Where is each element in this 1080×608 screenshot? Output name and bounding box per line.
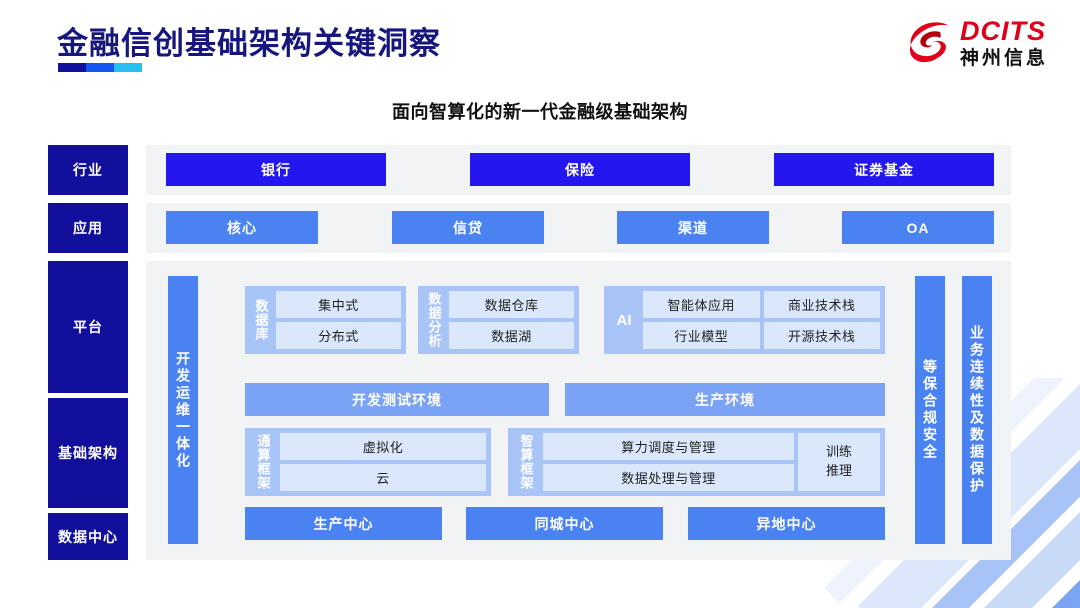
group-data-analysis: 数据分析 数据仓库 数据湖 xyxy=(418,286,579,354)
logo-text-cn: 神州信息 xyxy=(959,48,1048,69)
application-chip-credit[interactable]: 信贷 xyxy=(392,211,544,244)
cell-commercial-stack[interactable]: 商业技术栈 xyxy=(763,291,880,318)
architecture-diagram: 行业 应用 平台 基础架构 数据中心 银行 保险 证券基金 核心 信贷 渠道 O… xyxy=(0,140,1080,570)
cell-compute-scheduling[interactable]: 算力调度与管理 xyxy=(543,433,794,460)
page-title: 金融信创基础架构关键洞察 xyxy=(57,26,441,61)
group-ai-compute: 智算框架 算力调度与管理 数据处理与管理 训练 推理 xyxy=(508,428,885,496)
industry-chip-insurance[interactable]: 保险 xyxy=(470,153,690,186)
group-general-compute-label: 通算框架 xyxy=(255,434,271,490)
title-underline-bar xyxy=(58,63,142,72)
cell-train-infer[interactable]: 训练 推理 xyxy=(798,433,880,491)
side-label-industry: 行业 xyxy=(48,145,128,195)
logo-text-en: DCITS xyxy=(959,16,1046,46)
group-database-label: 数据库 xyxy=(253,299,269,341)
slide-header: 金融信创基础架构关键洞察 DCITS 神州信息 xyxy=(0,0,1080,92)
dcits-swirl-icon xyxy=(909,20,953,66)
page-subtitle: 面向智算化的新一代金融级基础架构 xyxy=(392,102,688,122)
cell-data-lake[interactable]: 数据湖 xyxy=(449,322,574,349)
group-ai-compute-label: 智算框架 xyxy=(518,434,534,490)
cell-data-warehouse[interactable]: 数据仓库 xyxy=(449,291,574,318)
cell-centralized[interactable]: 集中式 xyxy=(276,291,401,318)
cell-industry-model[interactable]: 行业模型 xyxy=(643,322,760,349)
cell-opensource-stack[interactable]: 开源技术栈 xyxy=(763,322,880,349)
chip-remote-center[interactable]: 异地中心 xyxy=(688,507,885,540)
cell-infer-label: 推理 xyxy=(825,463,852,478)
application-chip-core[interactable]: 核心 xyxy=(166,211,318,244)
industry-chip-securities[interactable]: 证券基金 xyxy=(774,153,994,186)
cell-agent-application[interactable]: 智能体应用 xyxy=(643,291,760,318)
cell-train-label: 训练 xyxy=(825,444,852,460)
side-label-datacenter: 数据中心 xyxy=(48,513,128,560)
chip-dev-test-environment[interactable]: 开发测试环境 xyxy=(245,383,549,416)
group-ai: AI 智能体应用 商业技术栈 行业模型 开源技术栈 xyxy=(604,286,885,354)
application-chip-oa[interactable]: OA xyxy=(842,211,994,244)
vbar-business-continuity[interactable]: 业务连续性及数据保护 xyxy=(962,276,992,544)
cell-distributed[interactable]: 分布式 xyxy=(276,322,401,349)
side-label-platform: 平台 xyxy=(48,261,128,393)
chip-production-environment[interactable]: 生产环境 xyxy=(565,383,885,416)
cell-virtualization[interactable]: 虚拟化 xyxy=(280,433,486,460)
side-label-application: 应用 xyxy=(48,203,128,253)
chip-production-center[interactable]: 生产中心 xyxy=(245,507,442,540)
cell-data-processing[interactable]: 数据处理与管理 xyxy=(543,464,794,491)
application-chip-channel[interactable]: 渠道 xyxy=(617,211,769,244)
group-database: 数据库 集中式 分布式 xyxy=(245,286,406,354)
vbar-devops[interactable]: 开发运维一体化 xyxy=(168,276,198,544)
side-label-infrastructure: 基础架构 xyxy=(48,398,128,508)
group-ai-label: AI xyxy=(616,311,632,329)
cell-cloud[interactable]: 云 xyxy=(280,464,486,491)
group-general-compute: 通算框架 虚拟化 云 xyxy=(245,428,491,496)
chip-metro-center[interactable]: 同城中心 xyxy=(466,507,663,540)
group-data-analysis-label: 数据分析 xyxy=(426,292,442,348)
vbar-compliance-security[interactable]: 等保合规安全 xyxy=(915,276,945,544)
industry-chip-bank[interactable]: 银行 xyxy=(166,153,386,186)
company-logo: DCITS 神州信息 xyxy=(909,18,1048,68)
